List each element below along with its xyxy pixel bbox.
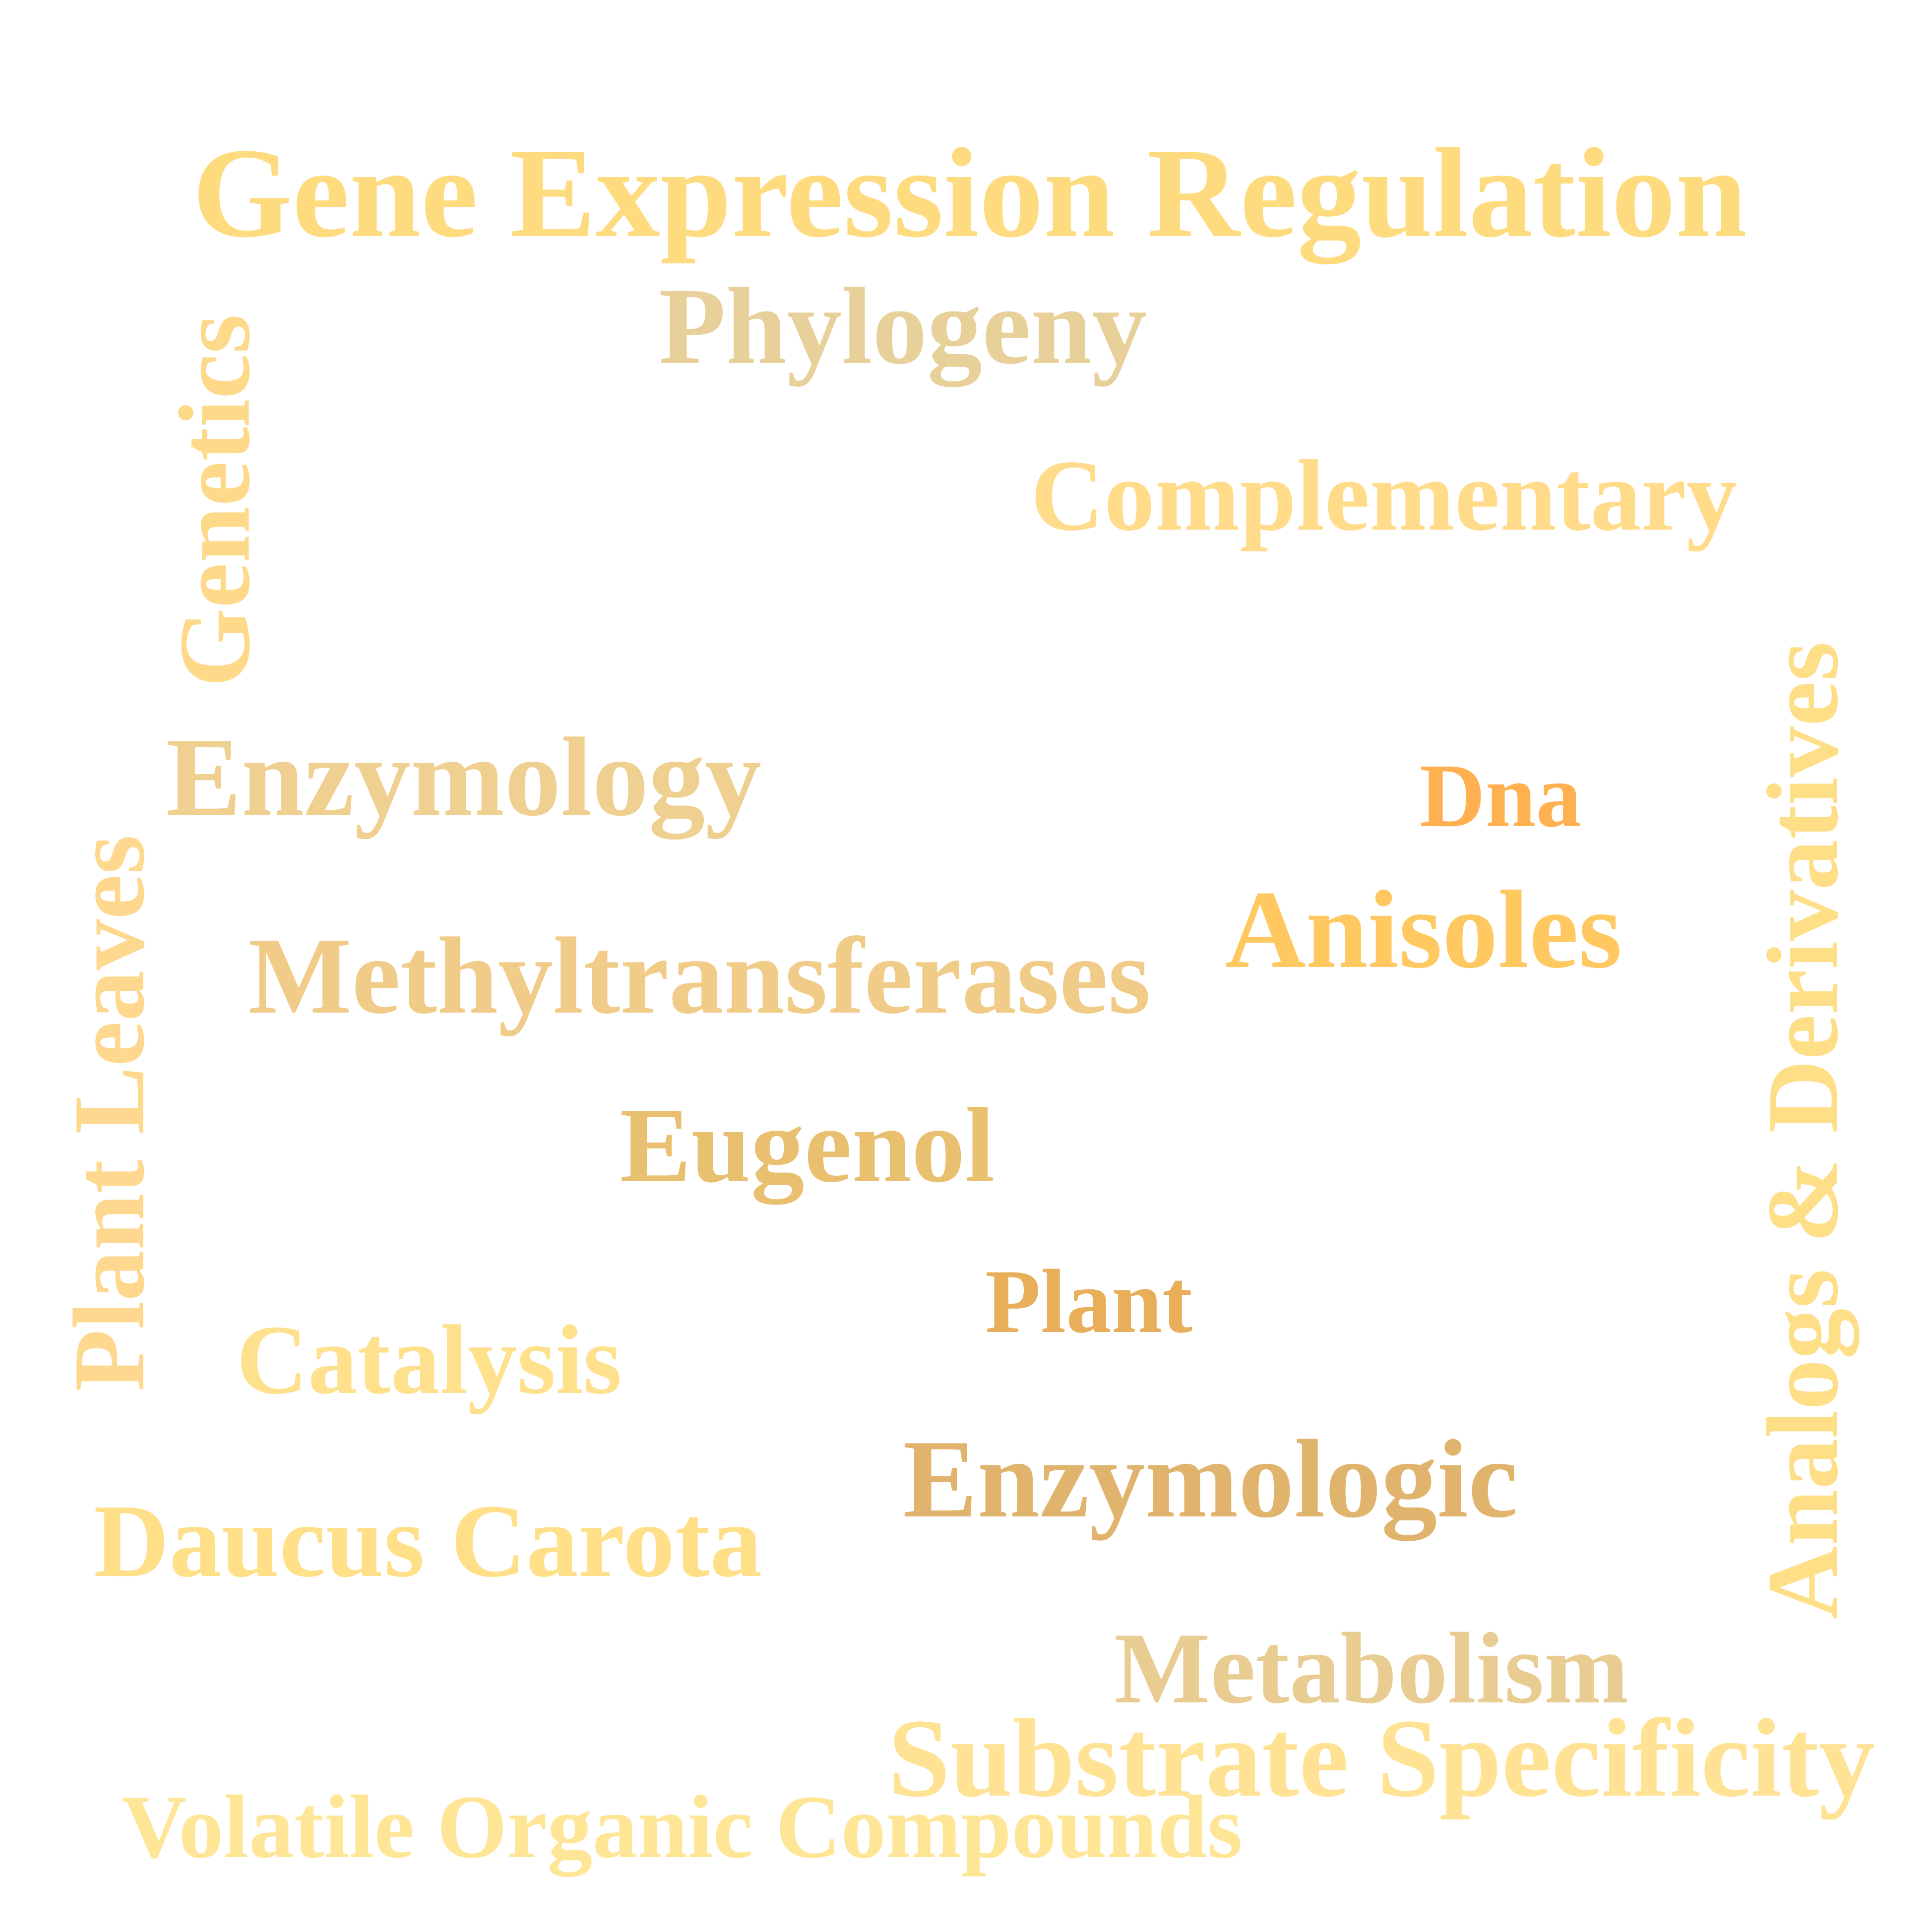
- word-metabolism: Metabolism: [1114, 1612, 1629, 1725]
- word-complementary: Complementary: [1030, 439, 1738, 552]
- word-enzymology: Enzymology: [166, 714, 761, 840]
- word-plant-leaves: Plant Leaves: [53, 835, 166, 1392]
- word-eugenol: Eugenol: [620, 1086, 995, 1205]
- word-genetics: Genetics: [158, 314, 271, 688]
- word-volatile-organic-compounds: Volatile Organic Compounds: [122, 1777, 1243, 1877]
- word-phylogeny: Phylogeny: [659, 265, 1147, 387]
- word-analogs-derivatives: Analogs & Derivatives: [1746, 642, 1860, 1620]
- word-dna: Dna: [1419, 745, 1582, 846]
- word-daucus-carota: Daucus Carota: [93, 1483, 762, 1599]
- word-plant: Plant: [985, 1251, 1193, 1352]
- word-anisoles: Anisoles: [1225, 867, 1622, 991]
- word-gene-expression-regulation: Gene Expression Regulation: [192, 122, 1747, 265]
- word-methyltransferases: Methyltransferases: [248, 914, 1151, 1036]
- word-enzymologic: Enzymologic: [903, 1416, 1518, 1541]
- word-substrate-specificity: Substrate Specificity: [888, 1696, 1875, 1820]
- word-catalysis: Catalysis: [236, 1305, 622, 1415]
